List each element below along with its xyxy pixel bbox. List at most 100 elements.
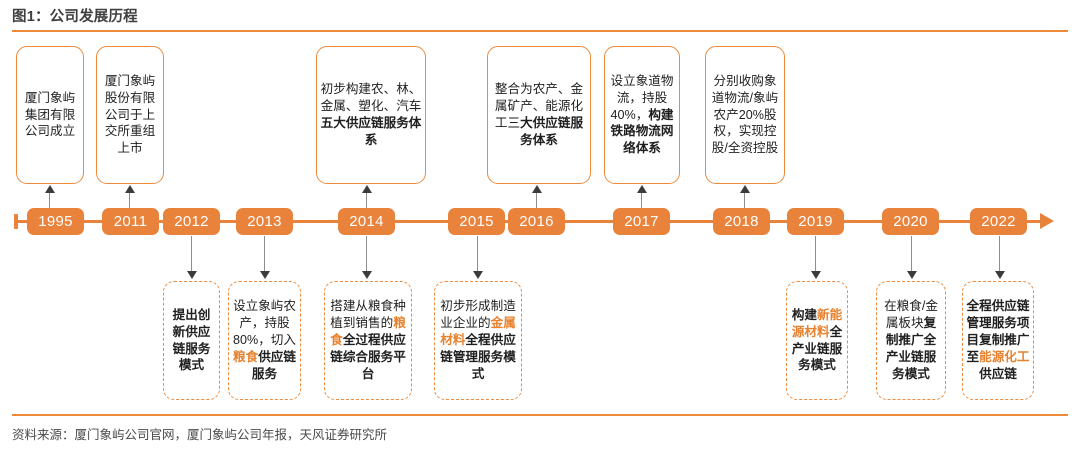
- year-label-2019: 2019: [798, 213, 833, 230]
- connector-arrow-2018-above: [740, 185, 750, 193]
- event-text-2016-above: 整合为农产、金属矿产、能源化工三大供应链服务体系: [491, 81, 587, 149]
- event-box-2013-below: 设立象屿农产，持股80%，切入粮食供应链服务: [228, 281, 301, 400]
- connector-arrow-2017-above: [637, 185, 647, 193]
- event-text-2014-below: 搭建从粮食种植到销售的粮食全过程供应链综合服务平台: [328, 298, 408, 382]
- event-text-2014-above-normal: 初步构建农、林、金属、塑化、汽车: [320, 82, 422, 114]
- connector-stem-2013-below: [264, 236, 266, 272]
- year-label-2015: 2015: [459, 213, 494, 230]
- event-text-2020-below-pre: 在粮食/金属板块: [884, 299, 938, 331]
- connector-stem-2019-below: [815, 236, 817, 272]
- event-box-2016-above: 整合为农产、金属矿产、能源化工三大供应链服务体系: [487, 46, 591, 184]
- year-label-2014: 2014: [349, 213, 384, 230]
- event-text-2022-below-post: 供应链: [979, 366, 1017, 381]
- event-text-2017-above: 设立象道物流，持股40%，构建铁路物流网络体系: [608, 73, 676, 157]
- year-badge-1995[interactable]: 1995: [27, 208, 84, 235]
- year-badge-2016[interactable]: 2016: [508, 208, 565, 235]
- event-text-2016-above-bold: 大供应链服务体系: [520, 116, 584, 147]
- year-badge-2019[interactable]: 2019: [787, 208, 844, 235]
- connector-arrow-2014-above: [362, 185, 372, 193]
- event-highlight-2022-below: 能源化工: [979, 349, 1030, 364]
- event-text-2013-below: 设立象屿农产，持股80%，切入粮食供应链服务: [232, 298, 297, 382]
- event-highlight-2014-below: 粮食: [330, 316, 406, 348]
- year-badge-2015[interactable]: 2015: [448, 208, 505, 235]
- year-badge-2012[interactable]: 2012: [163, 208, 220, 235]
- event-box-2018-above: 分别收购象道物流/象屿农产20%股权，实现控股/全资控股: [705, 46, 785, 184]
- header-divider: [12, 30, 1068, 32]
- event-box-2012-below: 提出创新供应链服务模式: [163, 281, 220, 400]
- year-label-1995: 1995: [38, 213, 73, 230]
- connector-stem-1995: [49, 192, 51, 216]
- event-box-1995: 厦门象屿集团有限公司成立: [16, 46, 84, 184]
- event-box-2019-below: 构建新能源材料全产业链服务模式: [786, 281, 848, 400]
- connector-stem-2012-below: [191, 236, 193, 272]
- event-text-2017-above-bold: 构建铁路物流网络体系: [610, 107, 674, 156]
- page-title: 图1：公司发展历程: [12, 9, 138, 25]
- event-box-2014-below: 搭建从粮食种植到销售的粮食全过程供应链综合服务平台: [324, 281, 412, 400]
- connector-stem-2018-above: [744, 192, 746, 216]
- year-label-2011: 2011: [113, 213, 148, 230]
- year-badge-2014[interactable]: 2014: [338, 208, 395, 235]
- year-badge-2020[interactable]: 2020: [882, 208, 939, 235]
- event-text-2012-below-pre: 提出创新供应链服务模式: [172, 307, 211, 373]
- connector-stem-2017-above: [641, 192, 643, 216]
- event-text-1995: 厦门象屿集团有限公司成立: [24, 90, 76, 139]
- connector-arrow-2019-below: [811, 271, 821, 279]
- connector-arrow-2020-below: [907, 271, 917, 279]
- event-text-2022-below: 全程供应链管理服务项目复制推广至能源化工供应链: [966, 298, 1030, 382]
- year-badge-2017[interactable]: 2017: [613, 208, 670, 235]
- event-box-2022-below: 全程供应链管理服务项目复制推广至能源化工供应链: [962, 281, 1034, 400]
- event-box-2014-above: 初步构建农、林、金属、塑化、汽车五大供应链服务体系: [316, 46, 426, 184]
- connector-arrow-2011: [125, 185, 135, 193]
- event-text-2014-above-bold: 五大供应链服务体系: [320, 116, 422, 147]
- event-text-2019-below-pre: 构建: [791, 307, 817, 322]
- event-text-2022-below-pre: 全程供应链管理服务项目复制推广至: [966, 299, 1030, 364]
- connector-arrow-2015-below: [473, 271, 483, 279]
- event-text-2012-below: 提出创新供应链服务模式: [167, 307, 216, 375]
- event-text-2014-above: 初步构建农、林、金属、塑化、汽车五大供应链服务体系: [320, 81, 422, 149]
- event-box-2015-below: 初步形成制造业企业的金属材料全程供应链管理服务模式: [434, 281, 522, 400]
- event-text-2013-below-pre: 设立象屿农产，持股80%，切入: [233, 299, 296, 348]
- year-badge-2018[interactable]: 2018: [713, 208, 770, 235]
- event-box-2017-above: 设立象道物流，持股40%，构建铁路物流网络体系: [604, 46, 680, 184]
- connector-stem-2022-below: [999, 236, 1001, 272]
- connector-arrow-2014-below: [362, 271, 372, 279]
- connector-arrow-2012-below: [187, 271, 197, 279]
- connector-arrow-2016-above: [532, 185, 542, 193]
- source-note: 资料来源：厦门象屿公司官网，厦门象屿公司年报，天风证券研究所: [12, 428, 388, 442]
- connector-stem-2011: [129, 192, 131, 216]
- event-text-2020-below-post: 复制推广全产业链服务模式: [885, 316, 937, 381]
- event-text-2019-below-post: 全产业链服务模式: [791, 324, 843, 373]
- connector-arrow-2022-below: [995, 271, 1005, 279]
- connector-stem-2016-above: [536, 192, 538, 216]
- event-text-2017-above-normal: 设立象道物流，持股40%，: [610, 73, 674, 122]
- event-text-2018-above: 分别收购象道物流/象屿农产20%股权，实现控股/全资控股: [711, 73, 779, 156]
- connector-stem-2015-below: [477, 236, 479, 272]
- event-highlight-2013-below: 粮食: [233, 349, 259, 364]
- event-highlight-2019-below: 新能源材料: [791, 307, 843, 339]
- event-highlight-2015-below: 金属材料: [440, 316, 516, 348]
- connector-stem-2014-above: [366, 192, 368, 216]
- event-text-2020-below: 在粮食/金属板块复制推广全产业链服务模式: [880, 298, 942, 382]
- event-text-2011: 厦门象屿股份有限公司于上交所重组上市: [104, 73, 156, 156]
- event-box-2020-below: 在粮食/金属板块复制推广全产业链服务模式: [876, 281, 946, 400]
- event-text-2015-below-pre: 初步形成制造业企业的: [440, 299, 516, 331]
- axis-arrow-icon: [1040, 213, 1054, 229]
- event-text-2015-below: 初步形成制造业企业的金属材料全程供应链管理服务模式: [438, 298, 518, 382]
- footer-divider: [12, 414, 1068, 416]
- year-label-2022: 2022: [981, 213, 1016, 230]
- year-label-2013: 2013: [247, 213, 282, 230]
- year-badge-2022[interactable]: 2022: [970, 208, 1027, 235]
- year-badge-2013[interactable]: 2013: [236, 208, 293, 235]
- event-text-2015-below-post: 全程供应链管理服务模式: [440, 333, 516, 381]
- year-label-2020: 2020: [893, 213, 928, 230]
- year-label-2012: 2012: [174, 213, 209, 230]
- year-label-2016: 2016: [519, 213, 554, 230]
- year-badge-2011[interactable]: 2011: [102, 208, 159, 235]
- connector-stem-2014-below: [366, 236, 368, 272]
- connector-arrow-1995: [45, 185, 55, 193]
- event-text-2016-above-normal: 整合为农产、金属矿产、能源化工三: [494, 82, 584, 130]
- event-text-2014-below-post: 全过程供应链综合服务平台: [330, 333, 406, 381]
- connector-arrow-2013-below: [260, 271, 270, 279]
- year-label-2018: 2018: [724, 213, 759, 230]
